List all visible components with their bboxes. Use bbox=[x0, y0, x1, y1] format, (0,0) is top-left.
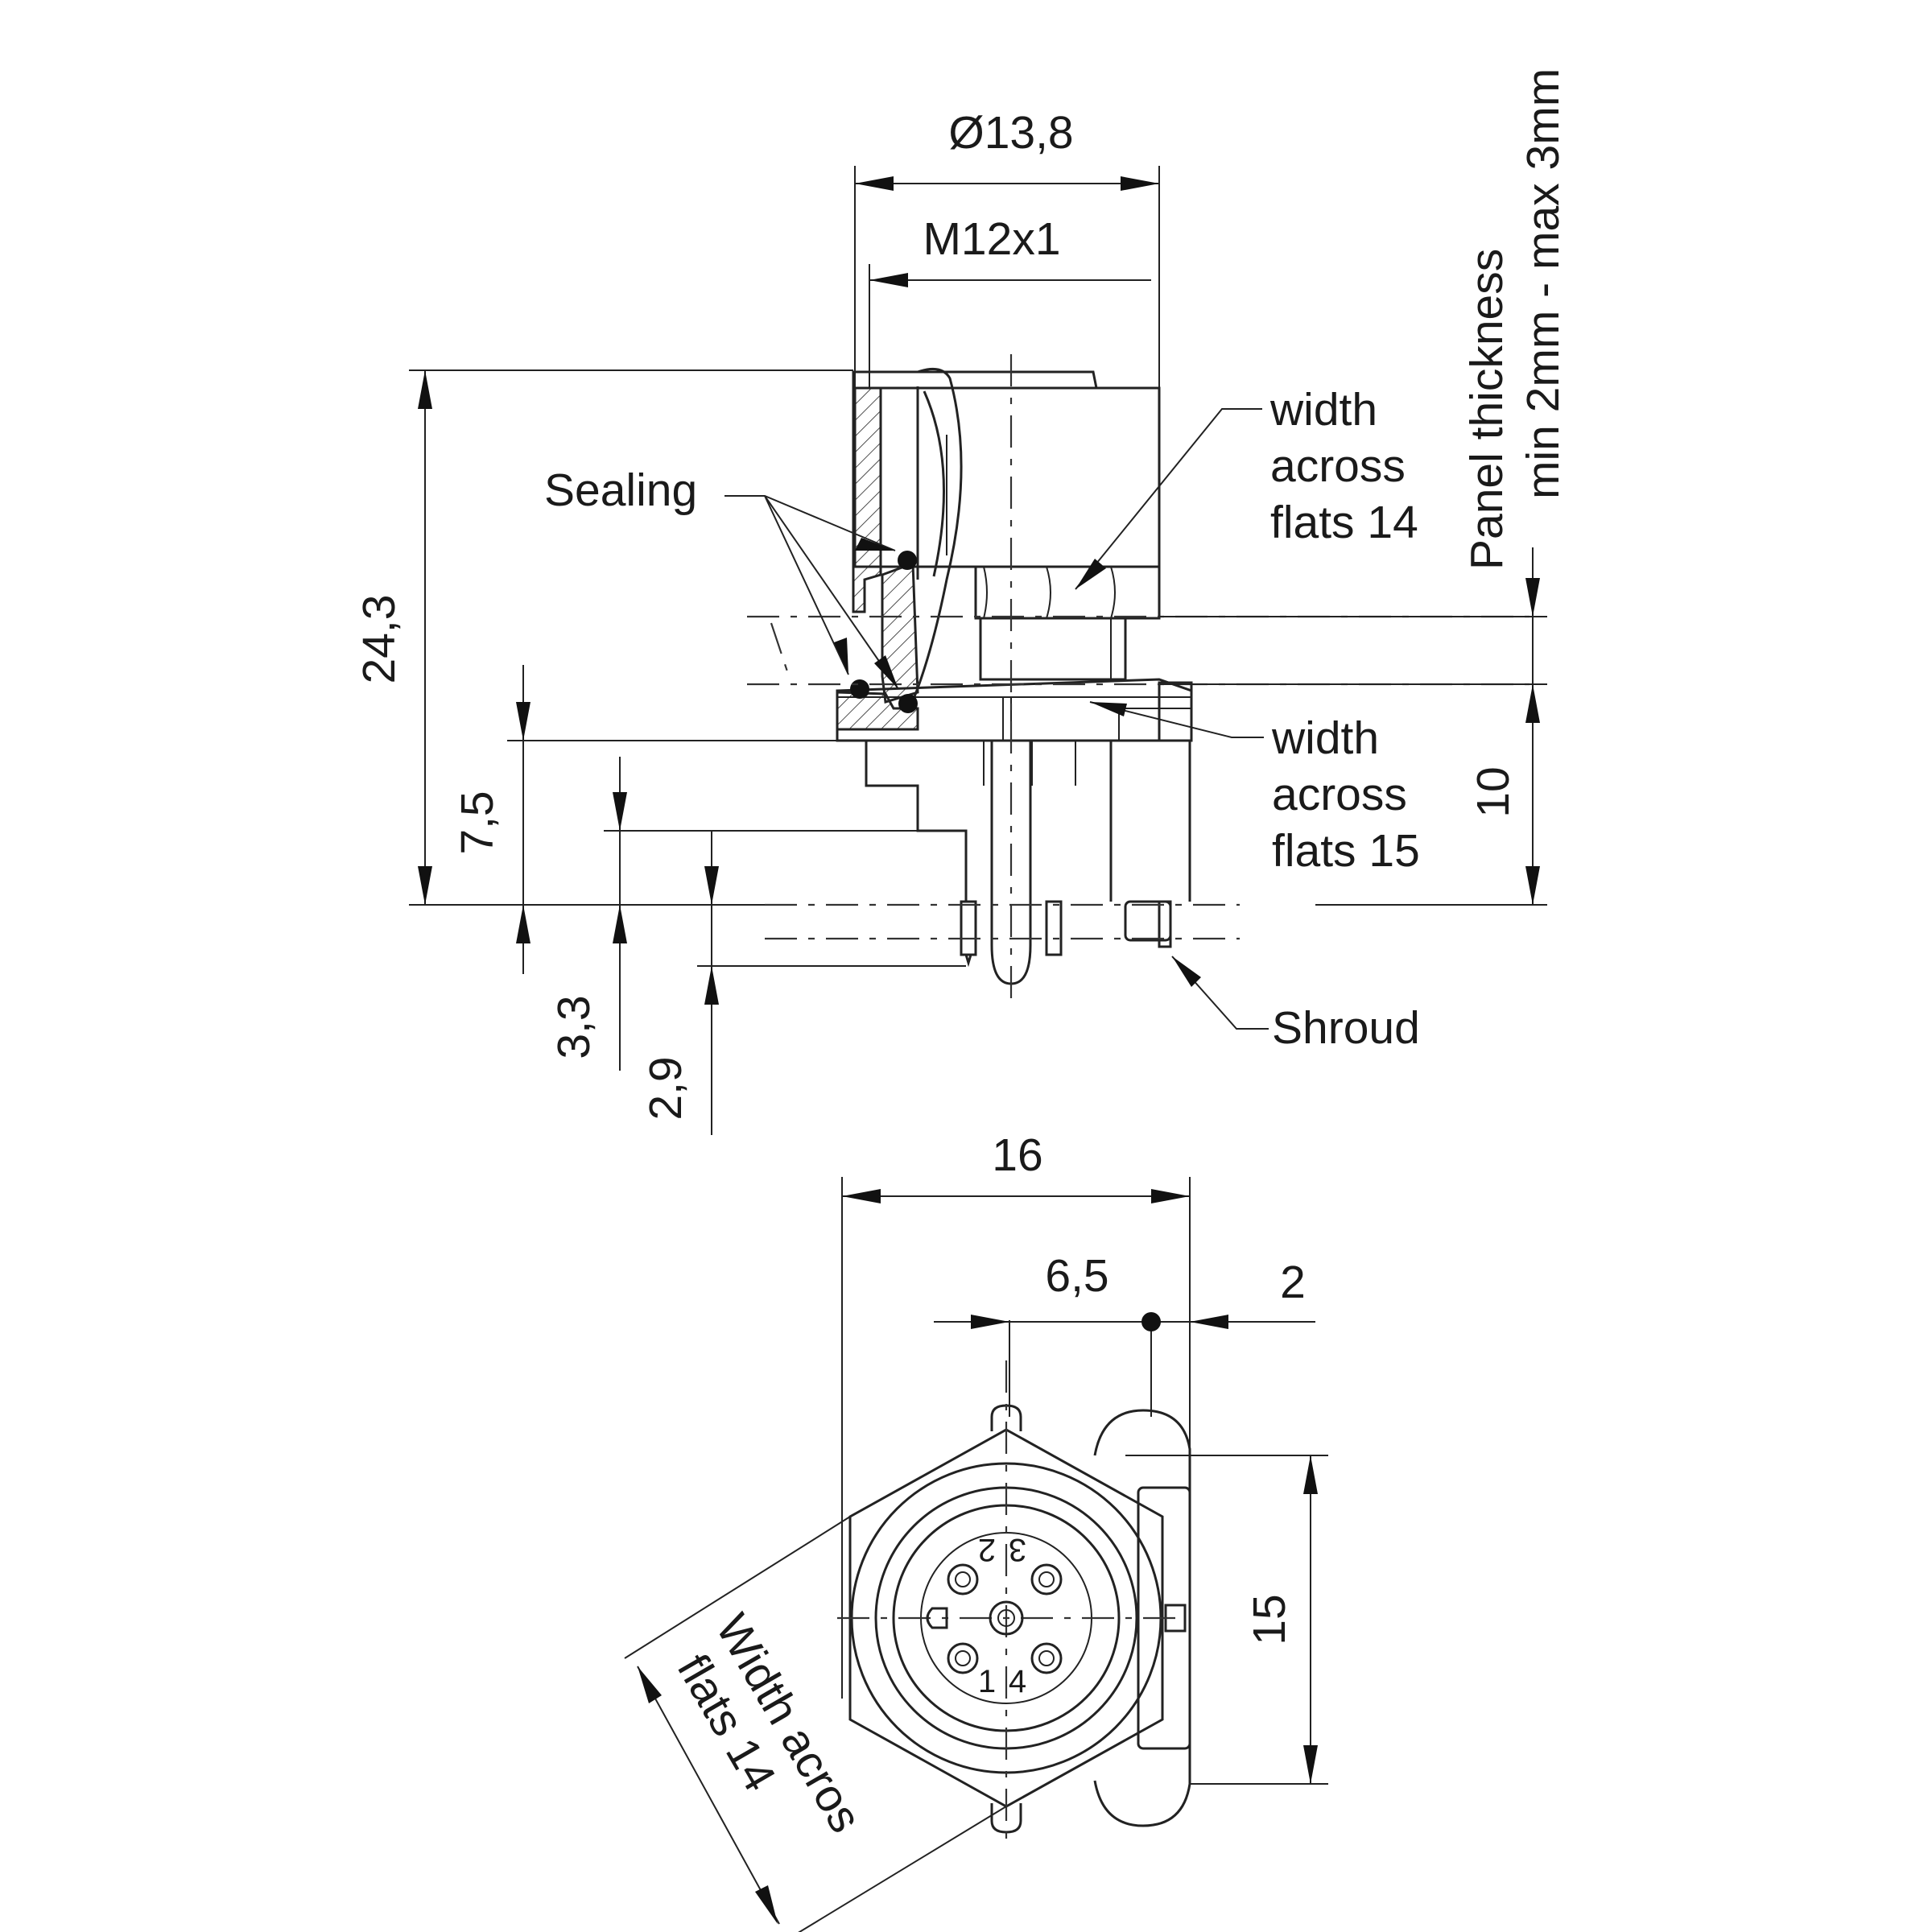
pin-layout: 2 3 1 4 bbox=[926, 1532, 1063, 1699]
pin-label-1: 1 bbox=[978, 1664, 996, 1699]
dim-thread: M12x1 bbox=[869, 213, 1151, 287]
connector-body-outline bbox=[836, 370, 1193, 985]
dim-diameter: Ø13,8 bbox=[855, 107, 1159, 191]
front-view: 16 6,5 2 15 bbox=[624, 1129, 1328, 1932]
sealing-label: Sealing bbox=[544, 464, 697, 516]
dim-15: 15 bbox=[1244, 1455, 1318, 1784]
dim-7-5: 7,5 bbox=[452, 665, 530, 974]
seal-dot-3 bbox=[898, 694, 918, 713]
dim-2-label: 2 bbox=[1280, 1257, 1306, 1308]
dim-16: 16 bbox=[842, 1129, 1190, 1203]
waf15-line2: across bbox=[1272, 769, 1407, 820]
pin-label-3: 3 bbox=[1009, 1532, 1026, 1567]
panel-thickness-line2: min 2mm - max 3mm bbox=[1517, 68, 1569, 499]
dim-total-height-label: 24,3 bbox=[353, 595, 405, 684]
dim-16-label: 16 bbox=[992, 1129, 1042, 1181]
dim-10-label: 10 bbox=[1468, 766, 1519, 817]
dim-10: 10 bbox=[1468, 547, 1540, 905]
waf14-line3: flats 14 bbox=[1270, 497, 1418, 548]
dim-15-label: 15 bbox=[1244, 1594, 1295, 1645]
dim-2-9: 2,9 bbox=[640, 831, 719, 1135]
waf14-line2: across bbox=[1270, 440, 1406, 492]
panel-thickness-label: Panel thickness min 2mm - max 3mm bbox=[1461, 68, 1569, 570]
side-view: Ø13,8 M12x1 24,3 7,5 3,3 bbox=[353, 68, 1569, 1135]
dim-6-5-label: 6,5 bbox=[1045, 1250, 1108, 1302]
waf15-callout: width across flats 15 bbox=[1089, 701, 1420, 877]
dim-3-3: 3,3 bbox=[548, 757, 627, 1071]
sealing-callout: Sealing bbox=[544, 464, 899, 690]
pin-label-4: 4 bbox=[1009, 1664, 1026, 1699]
pin-label-2: 2 bbox=[978, 1532, 996, 1567]
sealing-section bbox=[836, 367, 963, 731]
waf14-callout: width across flats 14 bbox=[1075, 384, 1418, 590]
waf15-line3: flats 15 bbox=[1272, 825, 1420, 877]
seal-dot-1 bbox=[898, 551, 917, 570]
dim-3-3-label: 3,3 bbox=[548, 995, 600, 1059]
dim-6-5: 6,5 2 bbox=[934, 1250, 1315, 1331]
panel-thickness-line1: Panel thickness bbox=[1461, 249, 1513, 570]
dim-thread-label: M12x1 bbox=[923, 213, 1060, 265]
dim-total-height: 24,3 bbox=[353, 370, 432, 905]
waf14-line1: width bbox=[1269, 384, 1377, 436]
dim-7-5-label: 7,5 bbox=[452, 791, 503, 854]
shroud-label: Shroud bbox=[1272, 1002, 1420, 1054]
dim-2-9-label: 2,9 bbox=[640, 1056, 691, 1120]
waf15-line1: width bbox=[1271, 712, 1379, 764]
seal-dot-2 bbox=[850, 679, 869, 699]
shroud-callout: Shroud bbox=[1171, 956, 1420, 1054]
dim-diameter-label: Ø13,8 bbox=[948, 107, 1073, 159]
